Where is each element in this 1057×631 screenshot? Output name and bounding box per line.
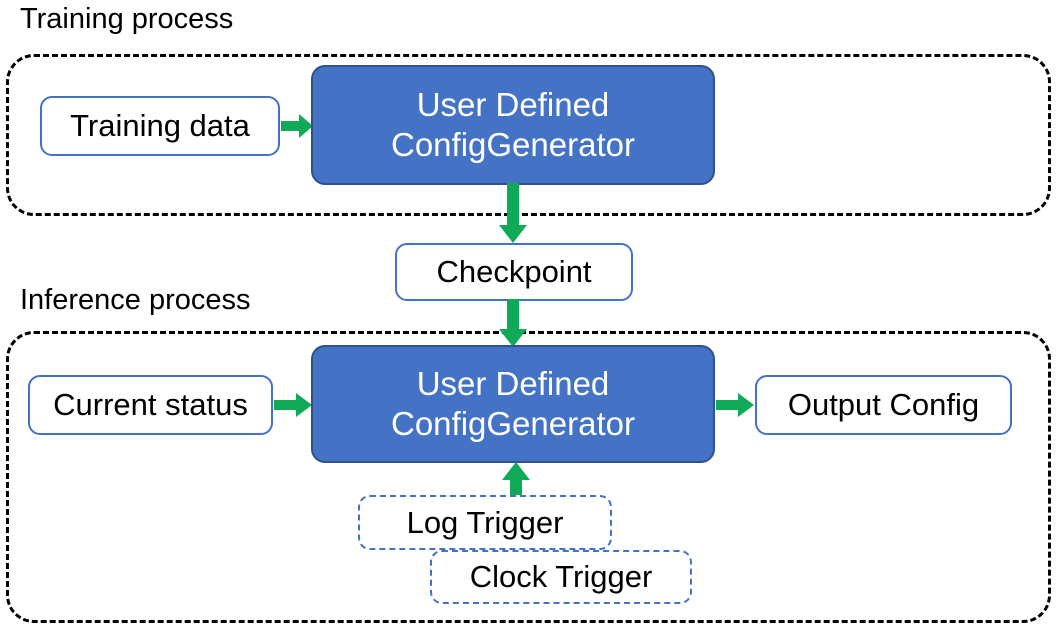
group-container-inference-process [6, 331, 1051, 623]
node-training-config-generator-line2: ConfigGenerator [391, 126, 635, 163]
node-current-status[interactable]: Current status [28, 375, 273, 435]
node-clock-trigger[interactable]: Clock Trigger [430, 550, 692, 604]
node-training-config-generator-line1: User Defined [416, 86, 610, 123]
node-training-config-generator[interactable]: User Defined ConfigGenerator [311, 65, 715, 185]
group-caption-training-process: Training process [16, 2, 238, 36]
node-inference-config-generator-line1: User Defined [416, 365, 610, 402]
node-output-config[interactable]: Output Config [755, 375, 1012, 435]
arrow-training-generator-to-checkpoint [497, 183, 529, 245]
node-training-data[interactable]: Training data [40, 96, 280, 156]
group-caption-inference-process: Inference process [16, 283, 255, 317]
node-log-trigger[interactable]: Log Trigger [358, 495, 612, 550]
arrow-current-status-to-generator [274, 389, 314, 421]
node-inference-config-generator[interactable]: User Defined ConfigGenerator [311, 345, 715, 463]
node-inference-config-generator-line2: ConfigGenerator [391, 405, 635, 442]
node-checkpoint[interactable]: Checkpoint [395, 243, 633, 301]
arrow-triggers-to-generator [500, 462, 532, 502]
arrow-training-data-to-generator [281, 110, 315, 142]
arrow-generator-to-output-config [716, 389, 756, 421]
arrow-checkpoint-to-inference-generator [497, 299, 529, 349]
group-container-training-process [6, 54, 1051, 216]
